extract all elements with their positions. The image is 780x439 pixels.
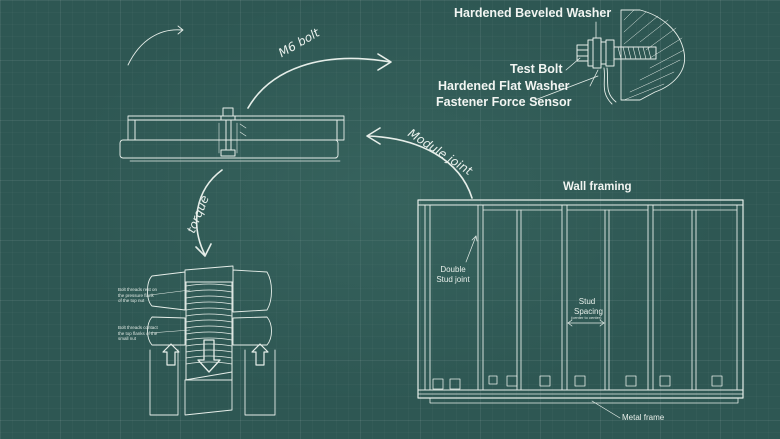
m6-bolt-arrow xyxy=(247,57,391,109)
label-metal-frame: Metal frame xyxy=(622,413,665,422)
label-fastener-force-sensor: Fastener Force Sensor xyxy=(436,95,572,109)
sensor-diagram xyxy=(534,9,686,105)
torque-arrowhead xyxy=(195,243,212,257)
label-hardened-flat-washer: Hardened Flat Washer xyxy=(438,79,570,93)
m6-bolt-arrowhead xyxy=(377,53,392,71)
decorative-arc-arrowhead xyxy=(177,25,184,35)
thread-detail xyxy=(147,265,276,416)
label-double-stud-joint: Double Stud joint xyxy=(436,265,470,284)
label-stud-spacing: Stud Spacing xyxy=(574,297,603,317)
label-stud-spacing-text: Stud Spacing xyxy=(574,297,603,316)
note-thread-bottom: Bolt threads contact the top flanks of t… xyxy=(118,325,158,341)
wall-framing xyxy=(417,199,744,419)
label-stud-spacing-note: (center to center) xyxy=(571,315,602,320)
wall-framing-title: Wall framing xyxy=(563,181,632,193)
module-plate-section xyxy=(119,107,345,162)
torque-arrow xyxy=(195,169,223,256)
module-joint-arrowhead xyxy=(366,127,381,145)
label-test-bolt: Test Bolt xyxy=(510,62,563,76)
note-thread-top: Bolt threads rest on the pressure flank … xyxy=(118,287,158,303)
decorative-arc xyxy=(127,29,183,66)
label-hardened-beveled-washer: Hardened Beveled Washer xyxy=(454,6,612,20)
module-joint-arrow xyxy=(367,135,473,199)
